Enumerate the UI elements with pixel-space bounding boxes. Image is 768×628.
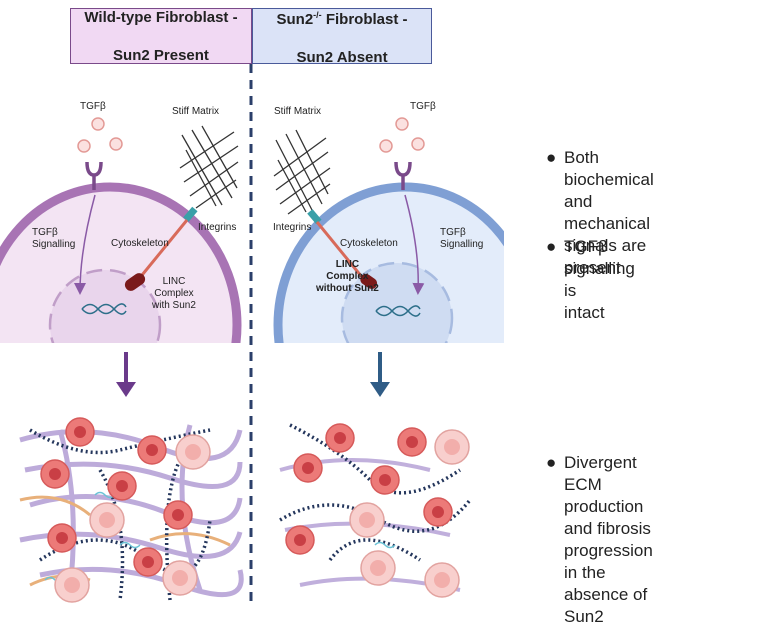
stiff-matrix-icon — [273, 129, 331, 215]
bullet-ecm-text: Divergent ECM production and fibrosis pr… — [564, 453, 653, 626]
bullet-signals-text: Both biochemical and mechanical signals … — [564, 148, 654, 277]
tgfb-receptor-icon — [394, 161, 412, 177]
header-knockout: Sun2-/- Fibroblast - Sun2 Absent — [252, 6, 432, 66]
left-linc-label: LINC Complex with Sun2 — [152, 276, 196, 311]
header-knockout-superscript: -/- — [313, 9, 322, 20]
header-knockout-gene: Sun2 — [276, 10, 314, 28]
right-linc-label: LINC Complex without Sun2 — [316, 259, 379, 294]
left-stiff-matrix-label: Stiff Matrix — [172, 106, 220, 117]
linc-complex-icon — [124, 273, 146, 291]
right-signalling-label: TGFβ Signalling — [440, 227, 484, 250]
diagram-canvas — [0, 64, 504, 606]
bullet-dot-icon: ● — [546, 148, 557, 167]
signalling-arrow — [74, 194, 96, 295]
right-stiff-matrix-label: Stiff Matrix — [274, 106, 322, 117]
left-cytoskeleton-label: Cytoskeleton — [111, 238, 169, 249]
header-knockout-line1: Sun2-/- Fibroblast - — [276, 6, 407, 29]
header-wild-type-line1: Wild-type Fibroblast - — [84, 8, 238, 26]
bullet-tgfb-text: TGFβ signalling is intact — [564, 237, 635, 322]
left-tgfb-label: TGFβ — [80, 101, 106, 112]
down-arrow-right — [370, 352, 390, 397]
integrin-icon — [183, 206, 198, 222]
stiff-matrix-icon — [179, 125, 239, 209]
tgfb-ligand-icon — [109, 137, 123, 151]
bullet-dot-icon: ● — [546, 237, 557, 256]
bullet-signals: ● Both biochemical and mechanical signal… — [546, 147, 654, 279]
right-integrins-label: Integrins — [273, 222, 312, 233]
cytoskeleton-filament — [315, 221, 368, 283]
header-knockout-suffix: Fibroblast - — [321, 10, 408, 28]
bullet-ecm: ● Divergent ECM production and fibrosis … — [546, 452, 653, 628]
tgfb-ligand-icon — [91, 117, 105, 131]
tgfb-ligand-icon — [395, 117, 409, 131]
tgfb-ligand-icon — [77, 139, 91, 153]
ecm-wild-type — [19, 417, 244, 603]
linc-complex-icon — [360, 273, 378, 289]
down-arrow-left — [116, 352, 136, 397]
left-integrins-label: Integrins — [198, 222, 237, 233]
integrin-icon — [307, 209, 322, 225]
tgfb-ligand-icon — [411, 137, 425, 151]
right-cytoskeleton-label: Cytoskeleton — [340, 238, 398, 249]
right-tgfb-label: TGFβ — [410, 101, 436, 112]
tgfb-receptor-icon — [85, 161, 103, 177]
knockout-cell — [273, 182, 504, 343]
signalling-arrow — [404, 194, 425, 295]
dna-icon — [375, 305, 421, 317]
dna-icon — [81, 303, 127, 315]
header-wild-type-line2: Sun2 Present — [113, 46, 209, 64]
bullet-dot-icon: ● — [546, 453, 557, 472]
tgfb-ligand-icon — [379, 139, 393, 153]
bullet-tgfb: ● TGFβ signalling is intact — [546, 236, 635, 324]
header-knockout-line2: Sun2 Absent — [296, 48, 388, 66]
cytoskeleton-filament — [136, 219, 189, 281]
header-wild-type: Wild-type Fibroblast - Sun2 Present — [70, 8, 252, 64]
ecm-knockout — [279, 423, 472, 598]
left-signalling-label: TGFβ Signalling — [32, 227, 76, 250]
